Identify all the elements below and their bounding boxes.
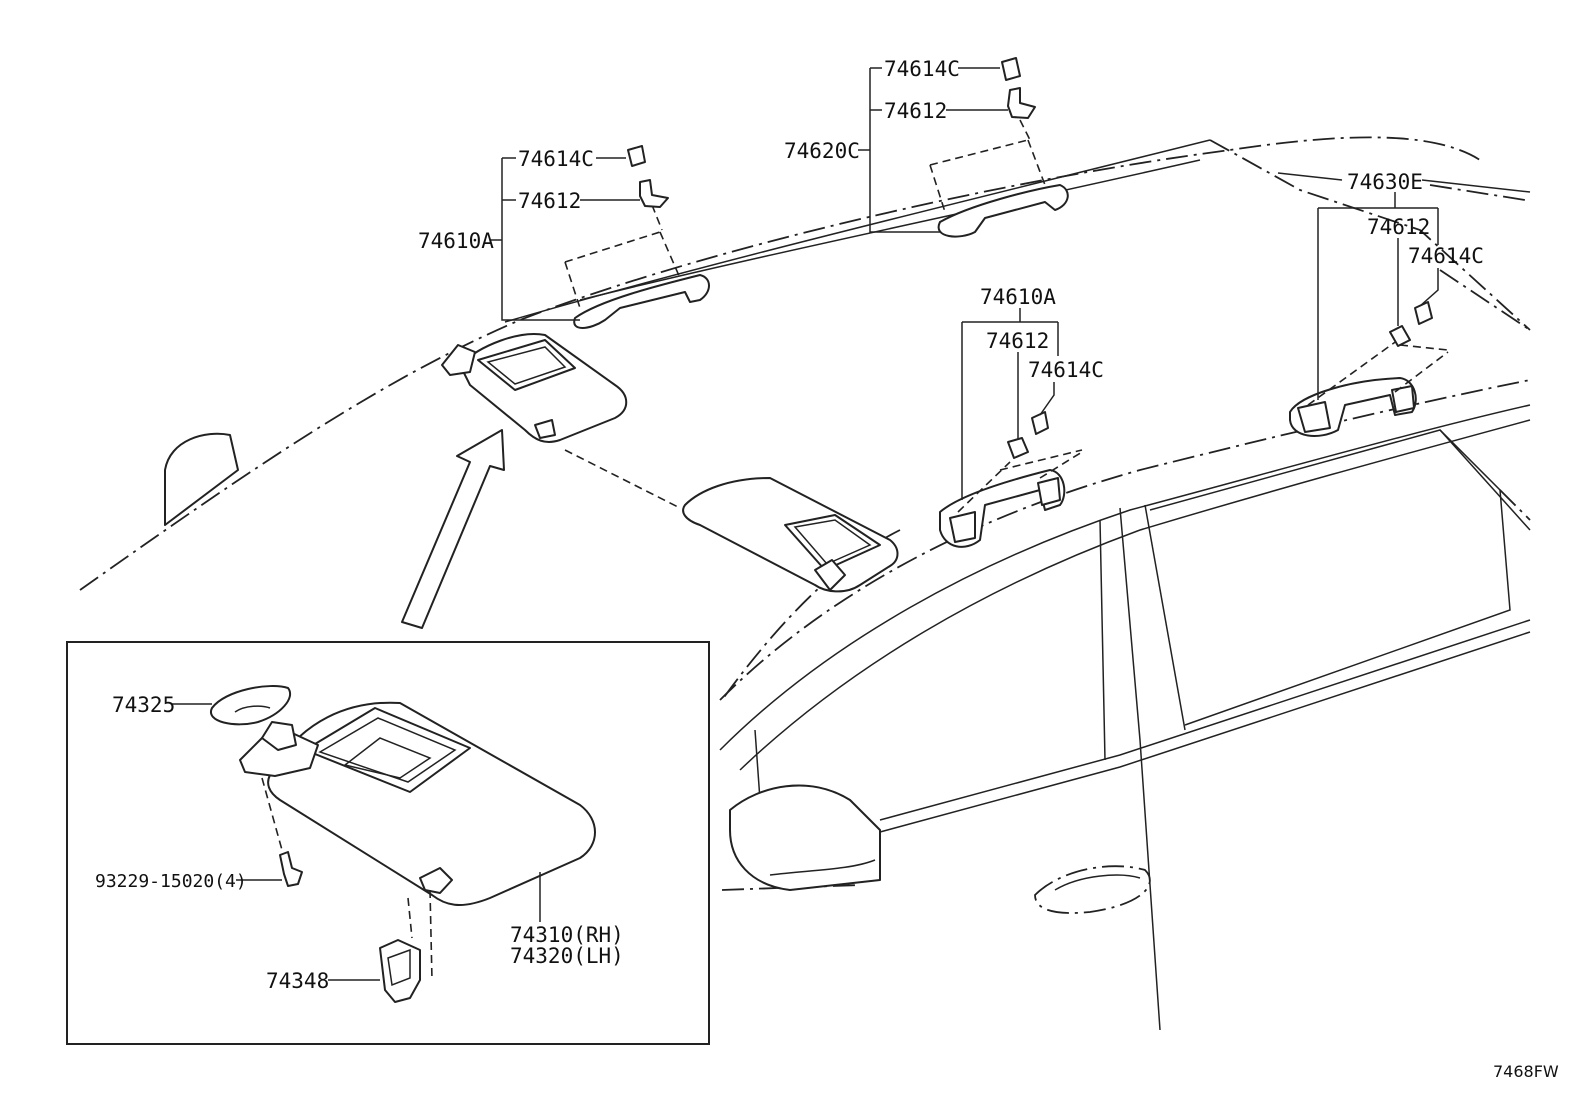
label-grip-front-left: 74610A — [418, 229, 494, 253]
label-grip-mid: 74620C — [784, 139, 860, 163]
label-screw: 93229-15020(4) — [95, 871, 247, 892]
label-clip-rear: 74614C — [1408, 244, 1484, 268]
label-grip-front-right: 74610A — [980, 285, 1056, 309]
cap-top-mid — [1007, 87, 1036, 119]
label-clip-front-right: 74614C — [1028, 358, 1104, 382]
clip-top-mid — [1001, 57, 1021, 81]
sun-visor-installed-right — [682, 477, 899, 593]
assist-grip-front-left — [564, 204, 710, 329]
label-mirror-cover: 74325 — [112, 693, 175, 717]
label-cap-rear: 74612 — [1367, 215, 1430, 239]
mirror-cover — [210, 685, 291, 726]
clip-rear — [1414, 301, 1433, 325]
clip-top-left — [627, 145, 646, 167]
label-grip-rear: 74630E — [1347, 170, 1423, 194]
screw — [279, 851, 303, 887]
label-visor-lh: 74320(LH) — [510, 944, 624, 968]
label-cap-top-mid: 74612 — [884, 99, 947, 123]
label-clip-top-mid: 74614C — [884, 57, 960, 81]
leader-lines — [490, 67, 1531, 500]
visor-holder — [379, 939, 421, 1003]
diagram-code: 7468FW — [1493, 1062, 1559, 1081]
label-visor-rh: 74310(RH) — [510, 923, 624, 947]
assist-grip-front-right — [939, 449, 1083, 548]
label-cap-front-right: 74612 — [986, 329, 1049, 353]
cap-front-right — [1007, 437, 1029, 459]
detail-arrow — [401, 429, 505, 629]
detail-box — [66, 641, 710, 1045]
label-holder: 74348 — [266, 969, 329, 993]
vehicle-body-outline — [79, 136, 1531, 1031]
label-clip-top-left: 74614C — [518, 147, 594, 171]
label-cap-top-left: 74612 — [518, 189, 581, 213]
sun-visor-installed-left — [441, 333, 628, 443]
assist-grip-mid — [929, 119, 1069, 238]
clip-front-right — [1031, 411, 1049, 435]
assist-grip-rear — [1289, 339, 1449, 437]
part-labels: 74614C 74612 74610A 74614C 74612 74620C … — [95, 57, 1559, 1081]
cap-rear — [1389, 325, 1411, 347]
cap-top-left — [639, 179, 669, 208]
